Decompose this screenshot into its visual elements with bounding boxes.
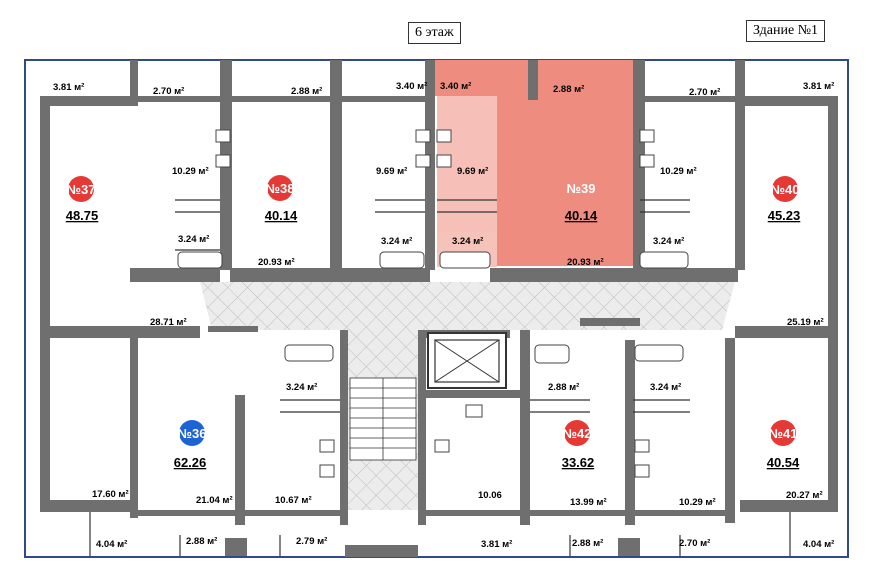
apartment-38[interactable]: №38 40.14 bbox=[265, 175, 298, 223]
room-label: 2.70 м² bbox=[689, 87, 720, 98]
room-label: 17.60 м² bbox=[92, 489, 129, 500]
apt-40-number: №40 bbox=[771, 182, 800, 197]
room-label: 2.70 м² bbox=[153, 86, 184, 97]
apt-42-number: №42 bbox=[563, 426, 592, 441]
apt-38-number: №38 bbox=[266, 181, 295, 196]
room-labels: 3.81 м² 2.70 м² 2.88 м² 3.40 м² 3.40 м² … bbox=[53, 81, 834, 550]
apt-42-area: 33.62 bbox=[562, 455, 595, 470]
apartment-37[interactable]: №37 48.75 bbox=[66, 176, 99, 223]
room-label: 2.79 м² bbox=[296, 536, 327, 547]
room-label: 2.88 м² bbox=[553, 84, 584, 95]
apt-40-area: 45.23 bbox=[768, 208, 801, 223]
apt-41-area: 40.54 bbox=[767, 455, 800, 470]
room-label: 3.40 м² bbox=[396, 81, 427, 92]
apartment-42[interactable]: №42 33.62 bbox=[562, 420, 595, 470]
apartment-40[interactable]: №40 45.23 bbox=[768, 176, 801, 223]
room-label: 13.99 м² bbox=[570, 497, 607, 508]
apt-41-badge bbox=[770, 420, 796, 446]
apt-37-number: №37 bbox=[67, 182, 96, 197]
room-label: 3.40 м² bbox=[440, 81, 471, 92]
apt-40-badge bbox=[772, 176, 798, 202]
staircase bbox=[349, 377, 417, 461]
room-label: 28.71 м² bbox=[150, 317, 187, 328]
room-label: 10.06 bbox=[478, 490, 502, 501]
room-label: 2.88 м² bbox=[548, 382, 579, 393]
room-label: 4.04 м² bbox=[803, 539, 834, 550]
elevator-shaft bbox=[427, 332, 507, 389]
apt-37-badge bbox=[68, 176, 94, 202]
apt-41-number: №41 bbox=[769, 426, 798, 441]
apt-39-area: 40.14 bbox=[565, 208, 598, 223]
apt-37-area: 48.75 bbox=[66, 208, 99, 223]
room-label: 2.88 м² bbox=[572, 538, 603, 549]
room-label: 3.81 м² bbox=[481, 539, 512, 550]
room-label: 3.24 м² bbox=[650, 382, 681, 393]
common-corridor bbox=[200, 282, 735, 330]
room-label: 4.04 м² bbox=[96, 539, 127, 550]
apt-38-area: 40.14 bbox=[265, 208, 298, 223]
apt-36-badge bbox=[179, 420, 205, 446]
apt-36-area: 62.26 bbox=[174, 455, 207, 470]
apt-38-badge bbox=[267, 175, 293, 201]
room-label: 3.24 м² bbox=[653, 236, 684, 247]
room-label: 9.69 м² bbox=[376, 166, 407, 177]
room-label: 3.24 м² bbox=[381, 236, 412, 247]
room-label: 3.24 м² bbox=[286, 382, 317, 393]
room-label: 3.81 м² bbox=[803, 81, 834, 92]
room-label: 2.70 м² bbox=[679, 538, 710, 549]
room-label: 20.93 м² bbox=[258, 257, 295, 268]
apt-39-number: №39 bbox=[567, 181, 596, 196]
floor-title: 6 этаж bbox=[408, 22, 461, 44]
room-label: 20.27 м² bbox=[786, 490, 823, 501]
room-label: 2.88 м² bbox=[291, 86, 322, 97]
bath-fixtures bbox=[177, 129, 689, 478]
apartment-39[interactable]: №39 40.14 bbox=[565, 181, 598, 223]
room-label: 9.69 м² bbox=[457, 166, 488, 177]
apartment-36[interactable]: №36 62.26 bbox=[174, 420, 207, 470]
room-label: 3.24 м² bbox=[452, 236, 483, 247]
room-label: 25.19 м² bbox=[787, 317, 824, 328]
apartment-41[interactable]: №41 40.54 bbox=[767, 420, 800, 470]
apt-42-badge bbox=[564, 420, 590, 446]
apt-36-number: №36 bbox=[178, 426, 207, 441]
room-label: 20.93 м² bbox=[567, 257, 604, 268]
room-label: 2.88 м² bbox=[186, 536, 217, 547]
building-title: Здание №1 bbox=[746, 20, 826, 42]
room-label: 10.67 м² bbox=[275, 495, 312, 506]
walls bbox=[40, 60, 838, 557]
room-label: 21.04 м² bbox=[196, 495, 233, 506]
room-label: 10.29 м² bbox=[172, 166, 209, 177]
room-label: 10.29 м² bbox=[660, 166, 697, 177]
room-label: 10.29 м² bbox=[679, 497, 716, 508]
room-label: 3.81 м² bbox=[53, 82, 84, 93]
partitions bbox=[89, 199, 791, 556]
room-label: 3.24 м² bbox=[178, 234, 209, 245]
